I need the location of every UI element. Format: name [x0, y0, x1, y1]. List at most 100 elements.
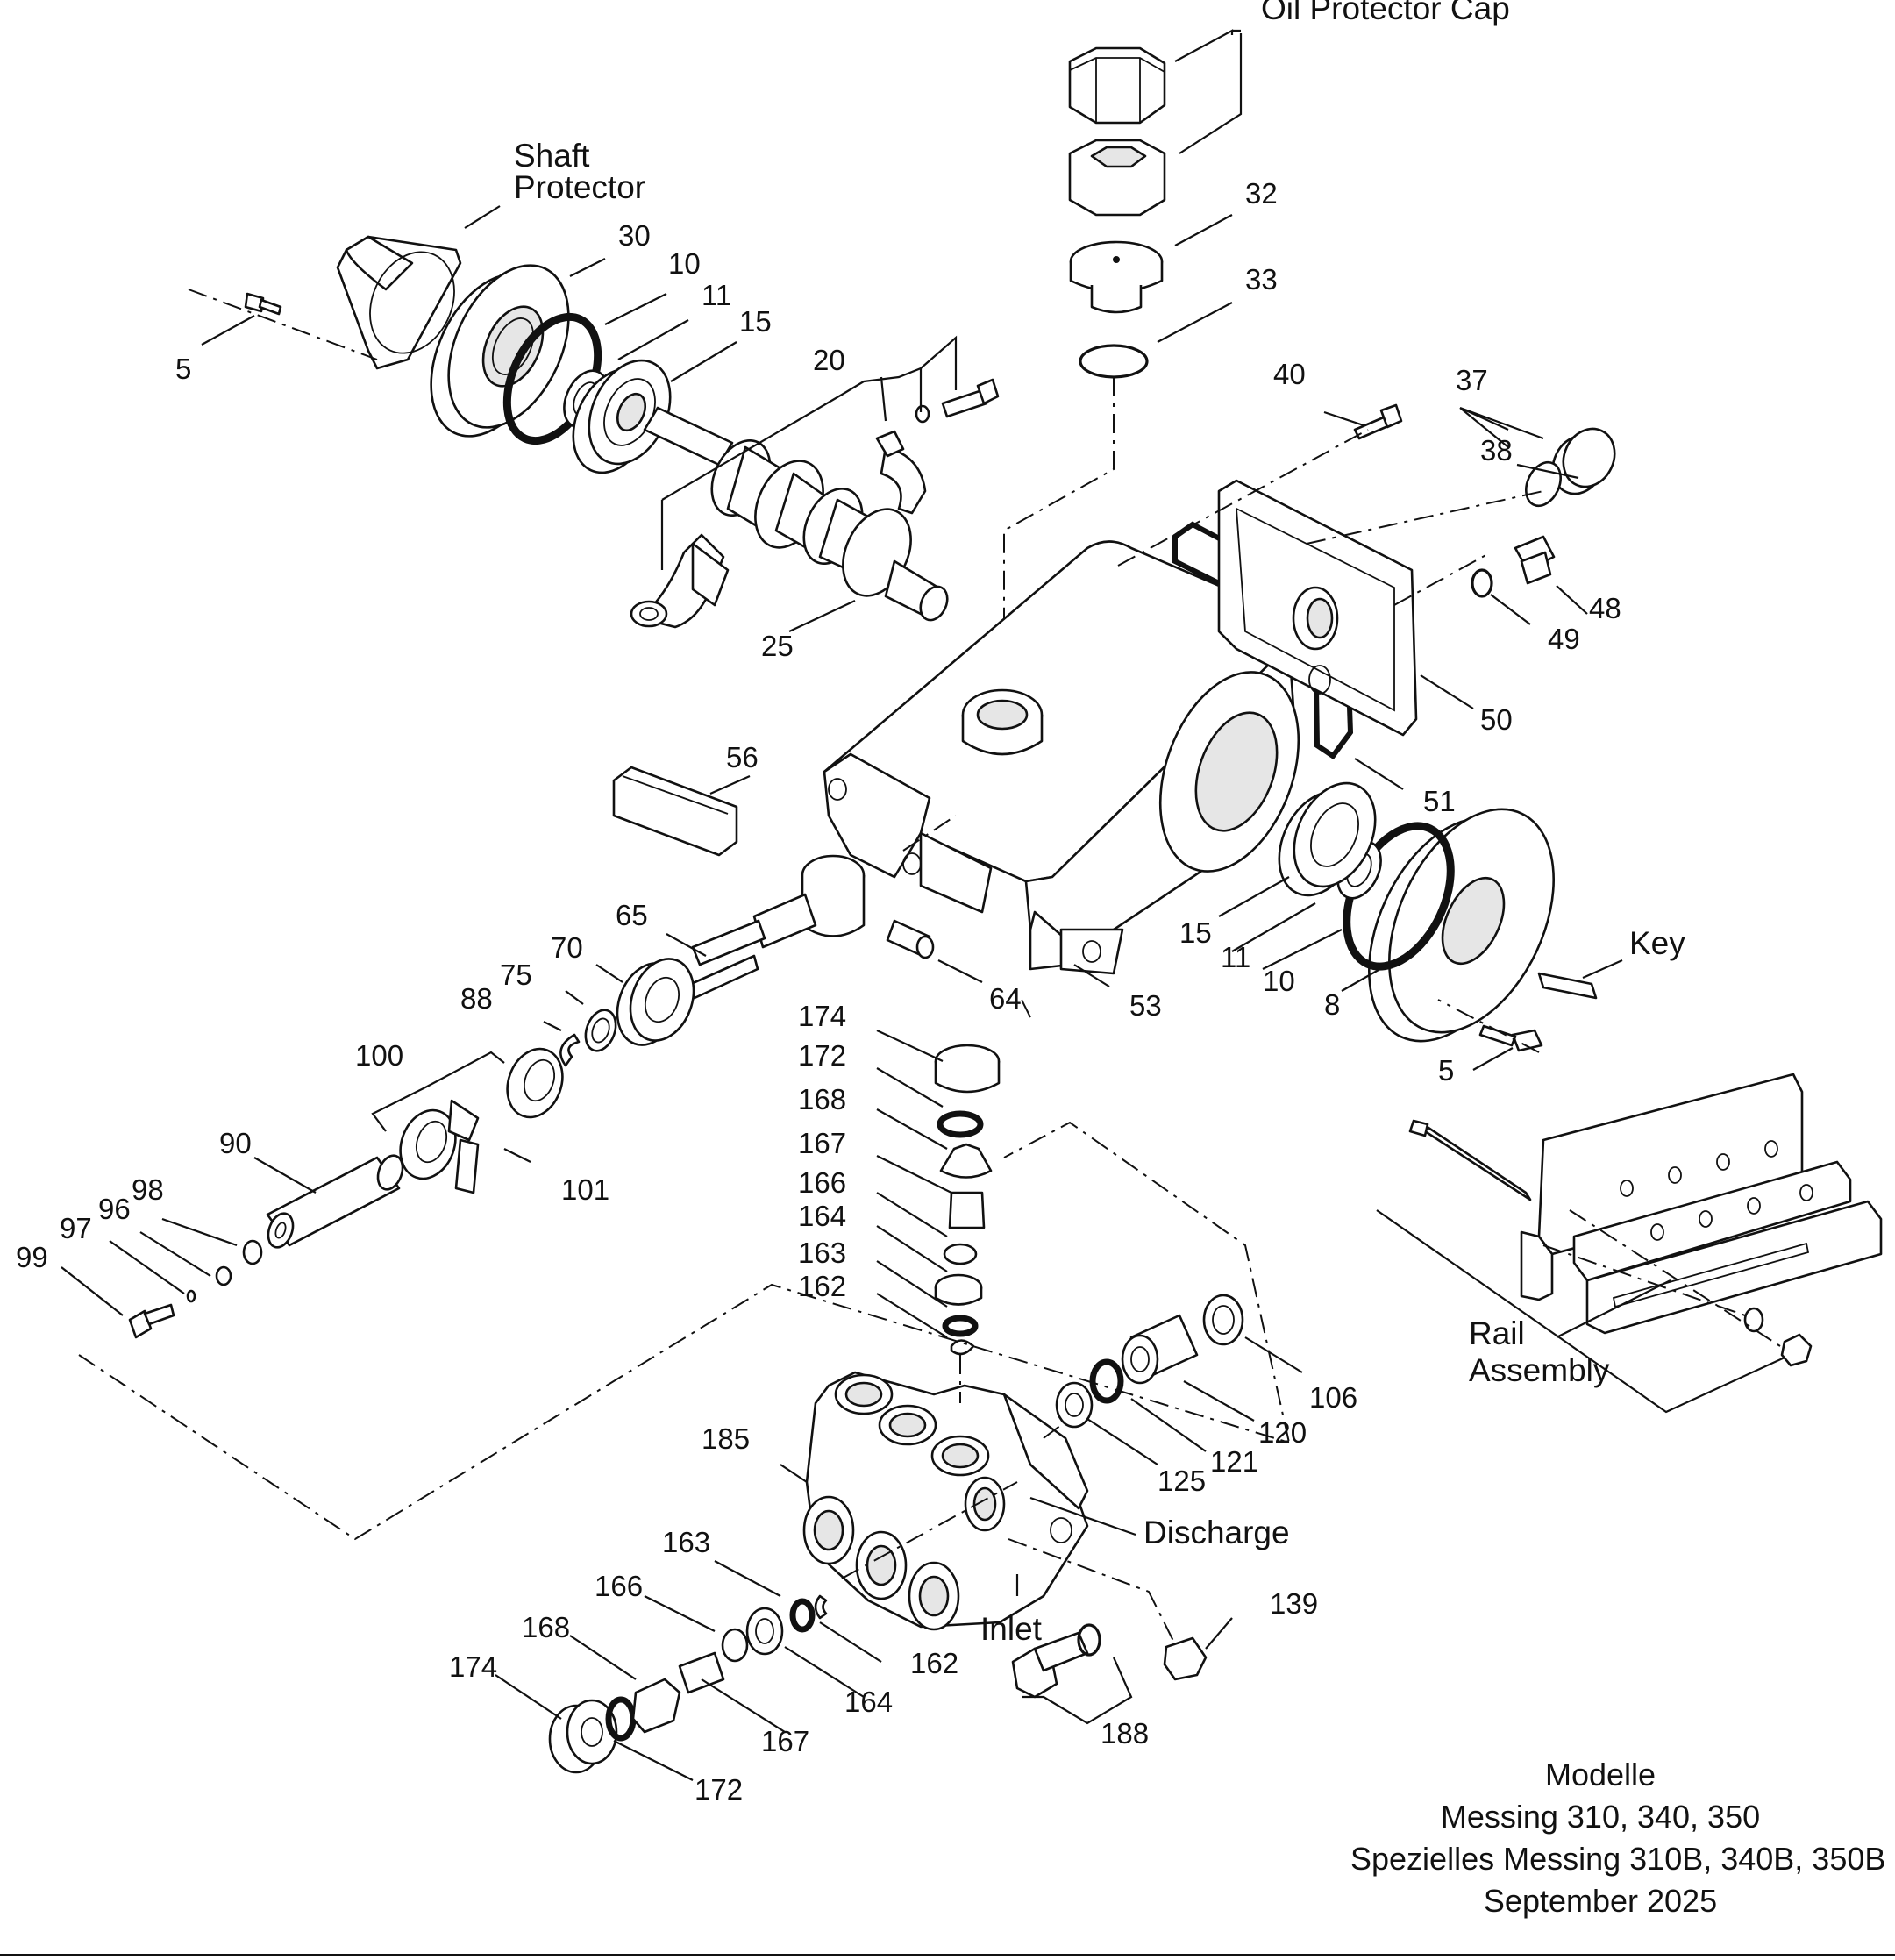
unloader-parts	[1055, 1294, 1244, 1429]
oil-gauge-part	[1525, 427, 1616, 508]
part-number-label: 10	[668, 247, 701, 280]
part-number-label: 98	[132, 1173, 164, 1206]
part-number-label: 164	[798, 1200, 846, 1232]
part-number-label: 166	[595, 1570, 643, 1602]
drain-plug-o-ring-part	[1471, 568, 1493, 598]
revision-date: September 2025	[1483, 1883, 1718, 1919]
part-number-label: 164	[844, 1686, 893, 1718]
discharge-valve-stack-parts	[934, 1044, 1001, 1356]
model-line-brass: Messing 310, 340, 350	[1440, 1799, 1761, 1835]
key-label: Key	[1629, 925, 1685, 961]
oil-sight-window-part	[612, 766, 738, 857]
manifold-part	[802, 1371, 1089, 1631]
part-number-label: 15	[1179, 916, 1212, 949]
part-number-label: 5	[175, 353, 191, 385]
oil-protector-cap-nut-part	[1068, 139, 1166, 217]
part-number-label: 33	[1245, 263, 1278, 296]
part-number-label: 96	[98, 1193, 131, 1225]
part-number-label: 167	[798, 1127, 846, 1159]
part-number-label: 10	[1263, 965, 1295, 997]
callout-labels: Oil Protector Cap Shaft Protector Discha…	[16, 0, 1685, 1806]
part-number-label: 64	[989, 982, 1022, 1015]
rail-assembly-label-2: Assembly	[1469, 1352, 1610, 1388]
part-number-label: 174	[798, 1000, 846, 1032]
part-number-label: 168	[522, 1611, 570, 1643]
part-number-label: 99	[16, 1241, 48, 1273]
key-part	[1537, 972, 1598, 1000]
part-number-label: 8	[1324, 988, 1340, 1021]
shaft-protector-part	[336, 235, 462, 370]
part-number-label: 49	[1548, 623, 1580, 655]
part-number-label: 97	[60, 1212, 92, 1244]
part-number-label: 48	[1589, 592, 1621, 624]
shaft-protector-label-2: Protector	[514, 169, 645, 205]
part-number-label: 125	[1158, 1465, 1206, 1497]
oil-filler-plug-part	[1069, 240, 1164, 314]
part-number-label: 11	[702, 279, 731, 311]
part-number-label: 121	[1210, 1445, 1258, 1478]
leader-lines	[61, 29, 1785, 1781]
model-info-block: Modelle Messing 310, 340, 350 Spezielles…	[1350, 1754, 1886, 1922]
part-number-label: 37	[1456, 364, 1488, 396]
part-number-label: 25	[761, 630, 794, 662]
oil-protector-cap-part	[1068, 46, 1166, 125]
drain-plug-part	[1514, 535, 1556, 585]
part-number-label: 5	[1438, 1054, 1454, 1087]
part-number-label: 100	[355, 1039, 403, 1072]
part-number-label: 188	[1101, 1717, 1149, 1750]
discharge-plug-part	[1163, 1636, 1208, 1681]
shaft-protector-label: Shaft	[514, 138, 590, 174]
part-number-label: 65	[616, 899, 648, 931]
part-number-label: 38	[1480, 434, 1513, 467]
model-line-special-brass: Spezielles Messing 310B, 340B, 350B	[1350, 1841, 1886, 1877]
inlet-valve-stack-parts	[548, 1594, 828, 1774]
part-number-label: 40	[1273, 358, 1306, 390]
part-number-label: 163	[662, 1526, 710, 1558]
part-number-label: 162	[798, 1270, 846, 1302]
ball-bearing-right-part	[1278, 781, 1377, 897]
part-number-label: 163	[798, 1237, 846, 1269]
assembly-lines	[78, 289, 1781, 1645]
part-number-label: 174	[449, 1650, 497, 1683]
cover-screw-right-part	[1478, 1024, 1543, 1052]
part-number-label: 88	[460, 982, 493, 1015]
ball-bearing-part	[572, 359, 672, 474]
connecting-rod-cap-part	[875, 430, 927, 515]
part-number-label: 106	[1309, 1381, 1357, 1414]
rear-cover-part	[1217, 479, 1418, 737]
part-number-label: 162	[910, 1647, 958, 1679]
bottom-rule	[0, 1954, 1895, 1956]
part-number-label: 32	[1245, 177, 1278, 210]
rail-assembly-label: Rail	[1469, 1315, 1525, 1351]
part-number-label: 30	[618, 219, 651, 252]
bearing-cover-part	[430, 264, 570, 438]
part-number-label: 139	[1270, 1587, 1318, 1620]
part-number-label: 185	[702, 1422, 750, 1455]
part-number-label: 51	[1423, 785, 1456, 817]
part-number-label: 168	[798, 1083, 846, 1115]
part-number-label: 75	[500, 959, 532, 991]
wrist-pin-part	[886, 919, 935, 959]
part-number-label: 167	[761, 1725, 809, 1757]
part-number-label: 166	[798, 1166, 846, 1199]
part-number-label: 172	[695, 1773, 743, 1806]
plunger-seal-parts	[128, 958, 695, 1339]
part-number-label: 90	[219, 1127, 252, 1159]
bearing-cover-right-part	[1368, 808, 1555, 1043]
part-number-label: 70	[551, 931, 583, 964]
inlet-plug-part	[1011, 1623, 1101, 1699]
rail-assembly-part	[1408, 1073, 1883, 1367]
rod-bolt-part	[915, 378, 1000, 424]
part-number-label: 172	[798, 1039, 846, 1072]
crankcase-part	[823, 540, 1300, 975]
part-number-label: 11	[1221, 941, 1250, 973]
oil-filler-o-ring-part	[1079, 344, 1149, 379]
model-title: Modelle	[1544, 1757, 1656, 1793]
oil-protector-cap-label: Oil Protector Cap	[1261, 0, 1510, 26]
part-number-label: 15	[739, 305, 772, 338]
rear-cover-screw-part	[1353, 403, 1403, 440]
part-number-label: 101	[561, 1173, 609, 1206]
plunger-rod-part	[679, 854, 866, 1001]
part-number-label: 50	[1480, 703, 1513, 736]
